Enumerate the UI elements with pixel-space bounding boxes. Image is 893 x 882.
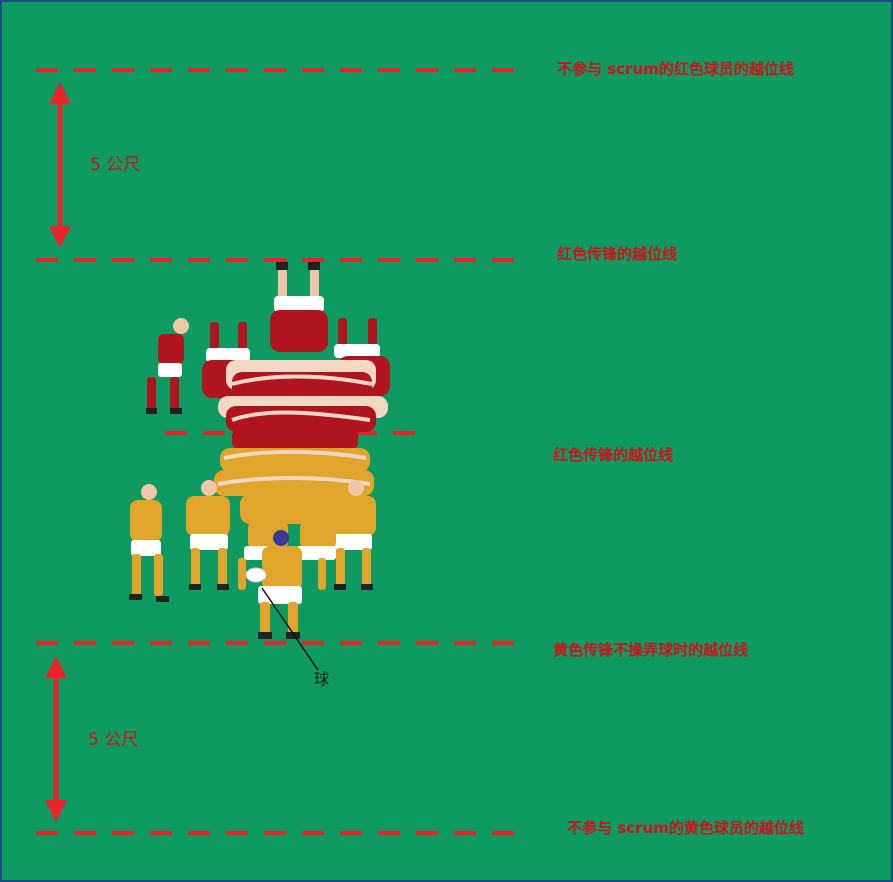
red-forward-offside-label-top: 红色传锋的越位线	[557, 244, 677, 264]
yellow-nonscrum-offside-label: 不参与 scrum的黄色球员的越位线	[567, 818, 804, 838]
distance-label-bottom: 5 公尺	[88, 730, 138, 750]
yellow-forward-offside-label: 黄色传锋不操弄球时的越位线	[553, 640, 748, 660]
red-forward-offside-label-mid: 红色传锋的越位线	[553, 445, 673, 465]
ball	[246, 568, 266, 582]
red-nonscrum-offside-label: 不参与 scrum的红色球员的越位线	[557, 59, 794, 79]
ball-label: 球	[314, 669, 329, 689]
distance-label-top: 5 公尺	[90, 155, 140, 175]
